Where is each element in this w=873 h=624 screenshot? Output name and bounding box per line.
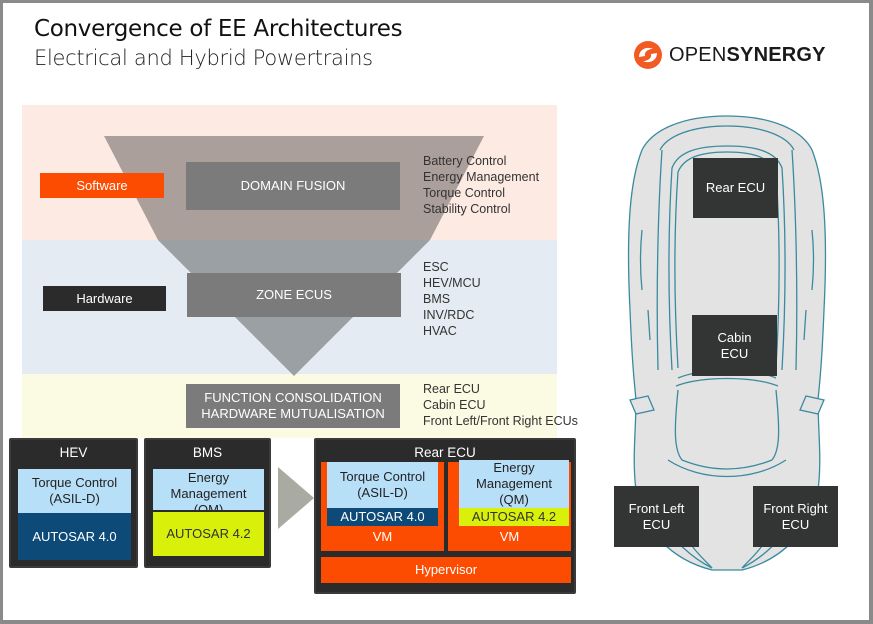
energy-management-app: Energy Management (QM) <box>153 469 264 510</box>
app-line: Management <box>476 476 552 491</box>
list-item: Battery Control <box>423 154 507 168</box>
hev-ecu: HEV Torque Control (ASIL-D) AUTOSAR 4.0 <box>9 438 138 568</box>
app-line: Torque Control <box>31 475 118 490</box>
box-line: FUNCTION CONSOLIDATION <box>204 390 382 405</box>
slide-title: Convergence of EE Architectures <box>34 16 403 42</box>
zone-ecus-box: ZONE ECUS <box>187 273 401 317</box>
box-line: Front Left <box>628 500 685 516</box>
app-line: (QM) <box>499 492 529 507</box>
bms-ecu: BMS Energy Management (QM) AUTOSAR 4.2 <box>144 438 271 568</box>
box-line: ECU <box>720 345 749 361</box>
list-item: Energy Management <box>423 170 540 184</box>
vm-label: VM <box>499 529 520 544</box>
box-line: ECU <box>781 516 810 532</box>
logo-wordmark: OPENSYNERGY <box>669 43 826 66</box>
app-line: (ASIL-D) <box>357 485 408 500</box>
list-item: ESC <box>423 260 449 274</box>
vm2-energy-management-app: Energy Management (QM) <box>459 460 569 508</box>
domain-fusion-box: DOMAIN FUSION <box>186 162 400 210</box>
list-item: Torque Control <box>423 186 505 200</box>
car-rear-ecu: Rear ECU <box>693 158 778 218</box>
vm2-autosar-42-os: AUTOSAR 4.2 <box>459 508 569 526</box>
slide-subtitle: Electrical and Hybrid Powertrains <box>34 46 373 70</box>
software-tag: Software <box>40 173 164 198</box>
domain-fusion-list: Battery Control Energy Management Torque… <box>423 153 539 217</box>
app-line: Energy <box>187 470 230 485</box>
list-item: BMS <box>423 292 451 306</box>
list-item: Rear ECU <box>423 382 480 396</box>
box-line: ECU <box>642 516 671 532</box>
app-line: (QM) <box>193 502 224 510</box>
list-item: HVAC <box>423 324 457 338</box>
list-item: HEV/MCU <box>423 276 481 290</box>
rear-ecu-virtualized: Rear ECU VM Torque Control (ASIL-D) AUTO… <box>314 438 576 594</box>
list-item: Stability Control <box>423 202 511 216</box>
zone-ecus-list: ESC HEV/MCU BMS INV/RDC HVAC <box>423 259 481 339</box>
torque-control-app: Torque Control (ASIL-D) <box>18 469 131 513</box>
list-item: Cabin ECU <box>423 398 486 412</box>
car-front-right-ecu: Front Right ECU <box>753 486 838 547</box>
hev-ecu-title: HEV <box>59 445 88 460</box>
vm1-autosar-40-os: AUTOSAR 4.0 <box>327 508 438 526</box>
function-consolidation-box: FUNCTION CONSOLIDATION HARDWARE MUTUALIS… <box>186 384 400 428</box>
app-line: Torque Control <box>339 469 426 484</box>
app-line: (ASIL-D) <box>49 491 100 506</box>
car-cabin-ecu: Cabin ECU <box>692 315 777 376</box>
hardware-tag: Hardware <box>43 286 166 311</box>
box-line: Front Right <box>763 500 828 516</box>
car-front-left-ecu: Front Left ECU <box>614 486 699 547</box>
convergence-arrow-icon <box>278 467 314 529</box>
opensynergy-logo: OPENSYNERGY <box>633 40 826 70</box>
autosar-42-os: AUTOSAR 4.2 <box>153 512 264 556</box>
vm-label: VM <box>372 529 393 544</box>
rear-ecu-title: Rear ECU <box>414 445 476 460</box>
vm1-torque-control-app: Torque Control (ASIL-D) <box>327 462 438 508</box>
app-line: Energy <box>493 460 535 475</box>
list-item: INV/RDC <box>423 308 475 322</box>
list-item: Front Left/Front Right ECUs <box>423 414 578 428</box>
bms-ecu-title: BMS <box>192 445 223 460</box>
opensynergy-swirl-icon <box>634 41 662 69</box>
autosar-40-os: AUTOSAR 4.0 <box>18 513 131 560</box>
app-line: Management <box>170 486 247 501</box>
consolidation-list: Rear ECU Cabin ECU Front Left/Front Righ… <box>423 381 578 429</box>
hypervisor-layer: Hypervisor <box>321 557 571 583</box>
box-line: HARDWARE MUTUALISATION <box>201 406 385 421</box>
box-line: Cabin <box>717 329 752 345</box>
